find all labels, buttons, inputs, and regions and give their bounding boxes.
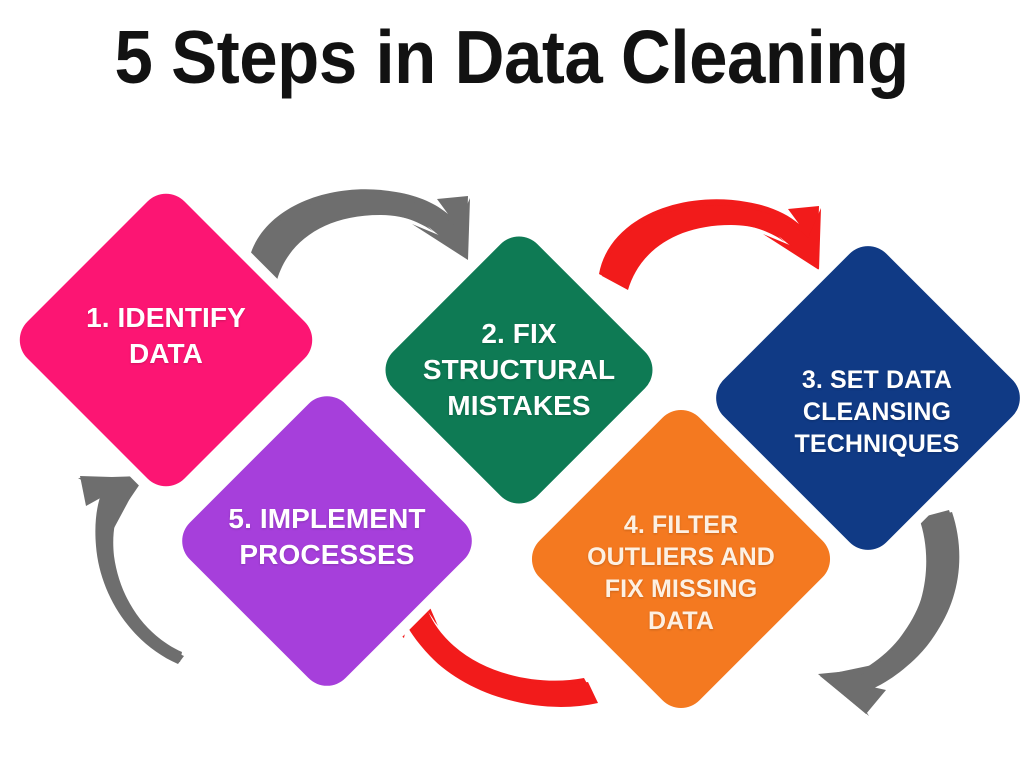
page-title-container: 5 Steps in Data Cleaning [0,18,1024,97]
diagram-node-step-2[interactable]: 2. FIX STRUCTURAL MISTAKES [358,225,680,515]
diagram-node-label-step-4: 4. FILTER OUTLIERS AND FIX MISSING DATA [587,511,775,635]
diagram-node-label-step-2: 2. FIX STRUCTURAL MISTAKES [422,318,616,421]
page-title: 5 Steps in Data Cleaning [114,15,910,99]
diagram-node-step-1[interactable]: 1. IDENTIFY DATA [8,183,324,497]
diagram-node-step-5[interactable]: 5. IMPLEMENT PROCESSES [168,385,486,697]
diagram-node-label-step-5: 5. IMPLEMENT PROCESSES [228,503,426,570]
diagram-node-step-3[interactable]: 3. SET DATA CLEANSING TECHNIQUES [705,232,1024,564]
diagram-node-step-4[interactable]: 4. FILTER OUTLIERS AND FIX MISSING DATA [518,399,844,719]
diagram-node-label-step-1: 1. IDENTIFY DATA [86,302,246,369]
diagram-node-label-step-3: 3. SET DATA CLEANSING TECHNIQUES [794,366,960,458]
